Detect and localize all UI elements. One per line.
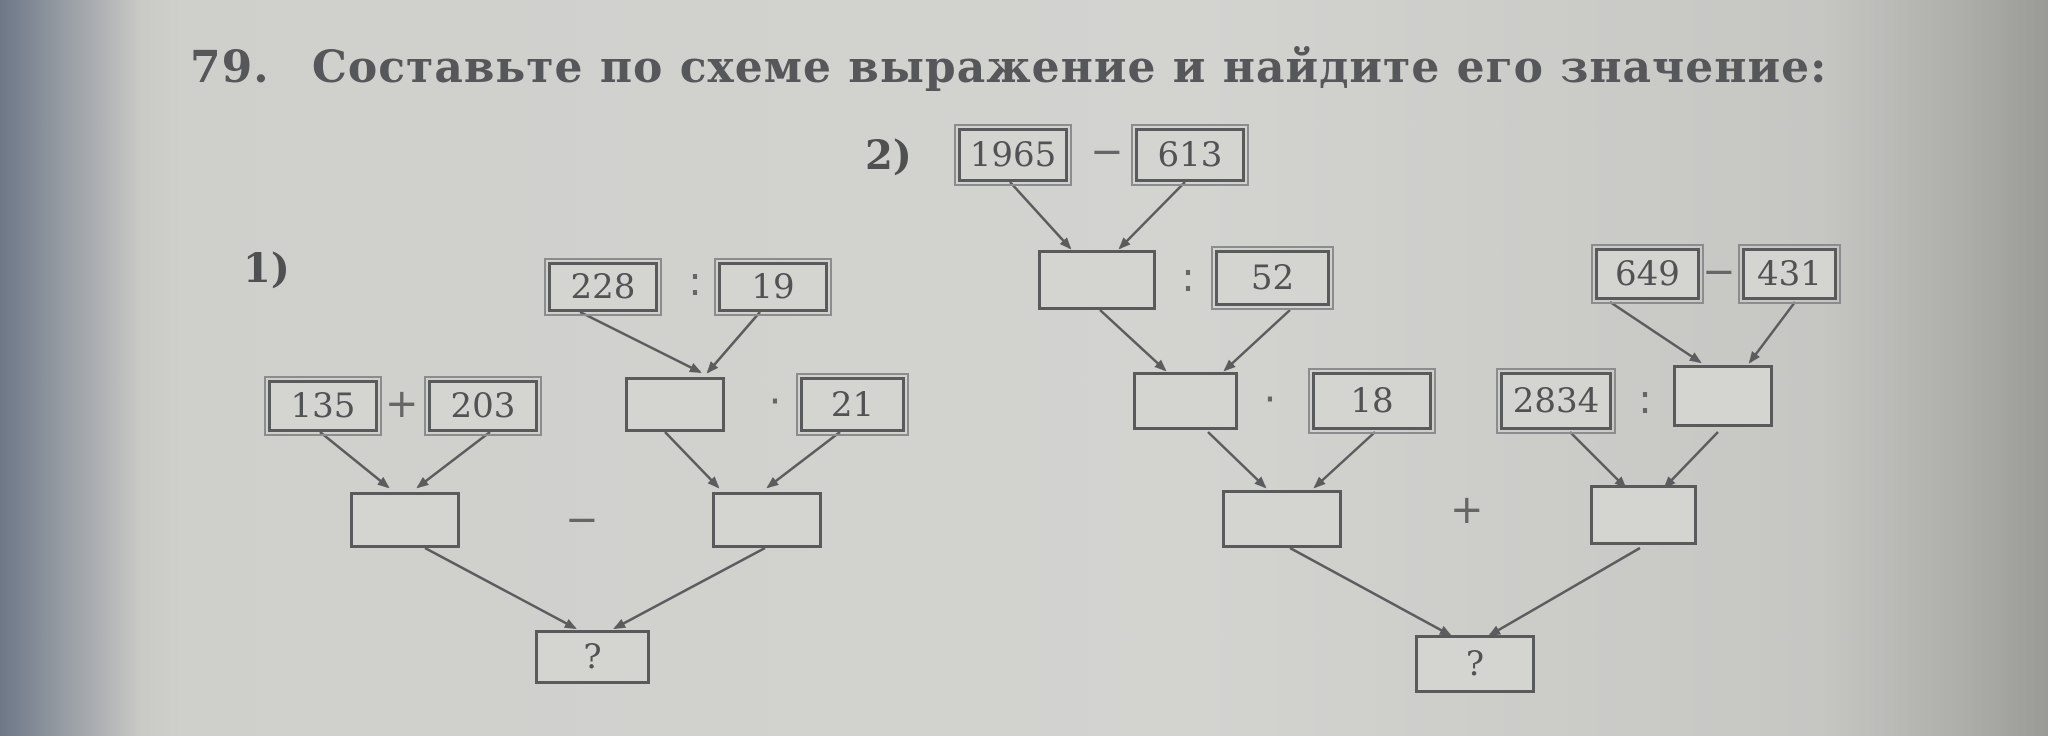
arrow-right2-to-result — [1488, 546, 1641, 637]
part1-sum-box — [350, 492, 460, 548]
part1-top-b-box: 19 — [714, 258, 832, 316]
arrow-quotient-to-product2 — [1207, 431, 1267, 489]
arrow-quotient-to-product — [664, 431, 720, 489]
part1-right-b-box: 21 — [796, 373, 909, 436]
part2-left-operator: · — [1263, 377, 1277, 423]
part2-top-a-box: 1965 — [954, 124, 1072, 186]
part1-product-box — [712, 492, 822, 548]
arrow-19-to-product — [706, 311, 761, 374]
part1-middle-operator: − — [565, 497, 599, 543]
arrow-431 — [1748, 301, 1796, 364]
arrow-203-to-sum — [416, 431, 491, 489]
arrow-228-to-product — [579, 310, 702, 374]
part2-upper-right-operator: − — [1702, 249, 1736, 295]
arrow-diff-to-quotient2 — [1663, 431, 1719, 489]
part1-top-a-box: 228 — [544, 258, 662, 316]
arrow-613 — [1118, 181, 1186, 250]
part2-right-a-box: 2834 — [1496, 368, 1616, 434]
exercise-title: Составьте по схеме выражение и найдите е… — [311, 42, 1828, 93]
arrow-left-to-result — [424, 546, 577, 630]
part2-upper-right-a-box: 649 — [1591, 244, 1704, 304]
part2-top-operator: − — [1090, 129, 1124, 175]
part1-right-operator: · — [768, 379, 782, 425]
part2-label: 2) — [865, 132, 912, 179]
part1-left-a-box: 135 — [264, 376, 382, 436]
arrow-649 — [1609, 300, 1702, 364]
part2-upper-left-b-box: 52 — [1211, 246, 1334, 310]
part1-label: 1) — [243, 245, 290, 292]
arrow-21-to-product — [766, 431, 841, 489]
part1-left-b-box: 203 — [424, 376, 542, 436]
part2-left-b-box: 18 — [1308, 368, 1436, 434]
part2-top-b-box: 613 — [1131, 124, 1249, 186]
arrow-left2-to-result — [1289, 546, 1452, 637]
arrow-1965 — [1009, 181, 1072, 250]
arrow-18 — [1313, 431, 1376, 489]
part2-right-operator: : — [1638, 377, 1652, 423]
exercise-heading: 79. Составьте по схеме выражение и найди… — [190, 42, 1827, 93]
part2-left-a-box — [1133, 372, 1238, 430]
part2-product-box — [1222, 490, 1342, 548]
part2-upper-right-b-box: 431 — [1738, 244, 1841, 304]
part2-upper-left-operator: : — [1181, 255, 1195, 301]
part1-right-a-box — [625, 377, 725, 432]
arrow-right-to-result — [613, 546, 766, 630]
part1-left-operator: + — [385, 381, 419, 427]
part2-quotient-box — [1590, 485, 1697, 545]
arrow-diff-to-quotient — [1099, 309, 1167, 372]
part1-result-box: ? — [535, 630, 650, 684]
part1-top-operator: : — [688, 259, 702, 305]
arrow-135-to-sum — [319, 431, 390, 489]
arrow-2834 — [1569, 431, 1627, 489]
part2-upper-left-a-box — [1038, 250, 1156, 310]
part2-right-b-box — [1673, 365, 1773, 427]
part2-middle-operator: + — [1450, 487, 1484, 533]
page-shadow — [0, 0, 140, 736]
exercise-number: 79. — [190, 42, 270, 93]
arrow-52 — [1223, 309, 1291, 372]
part2-result-box: ? — [1415, 635, 1535, 693]
